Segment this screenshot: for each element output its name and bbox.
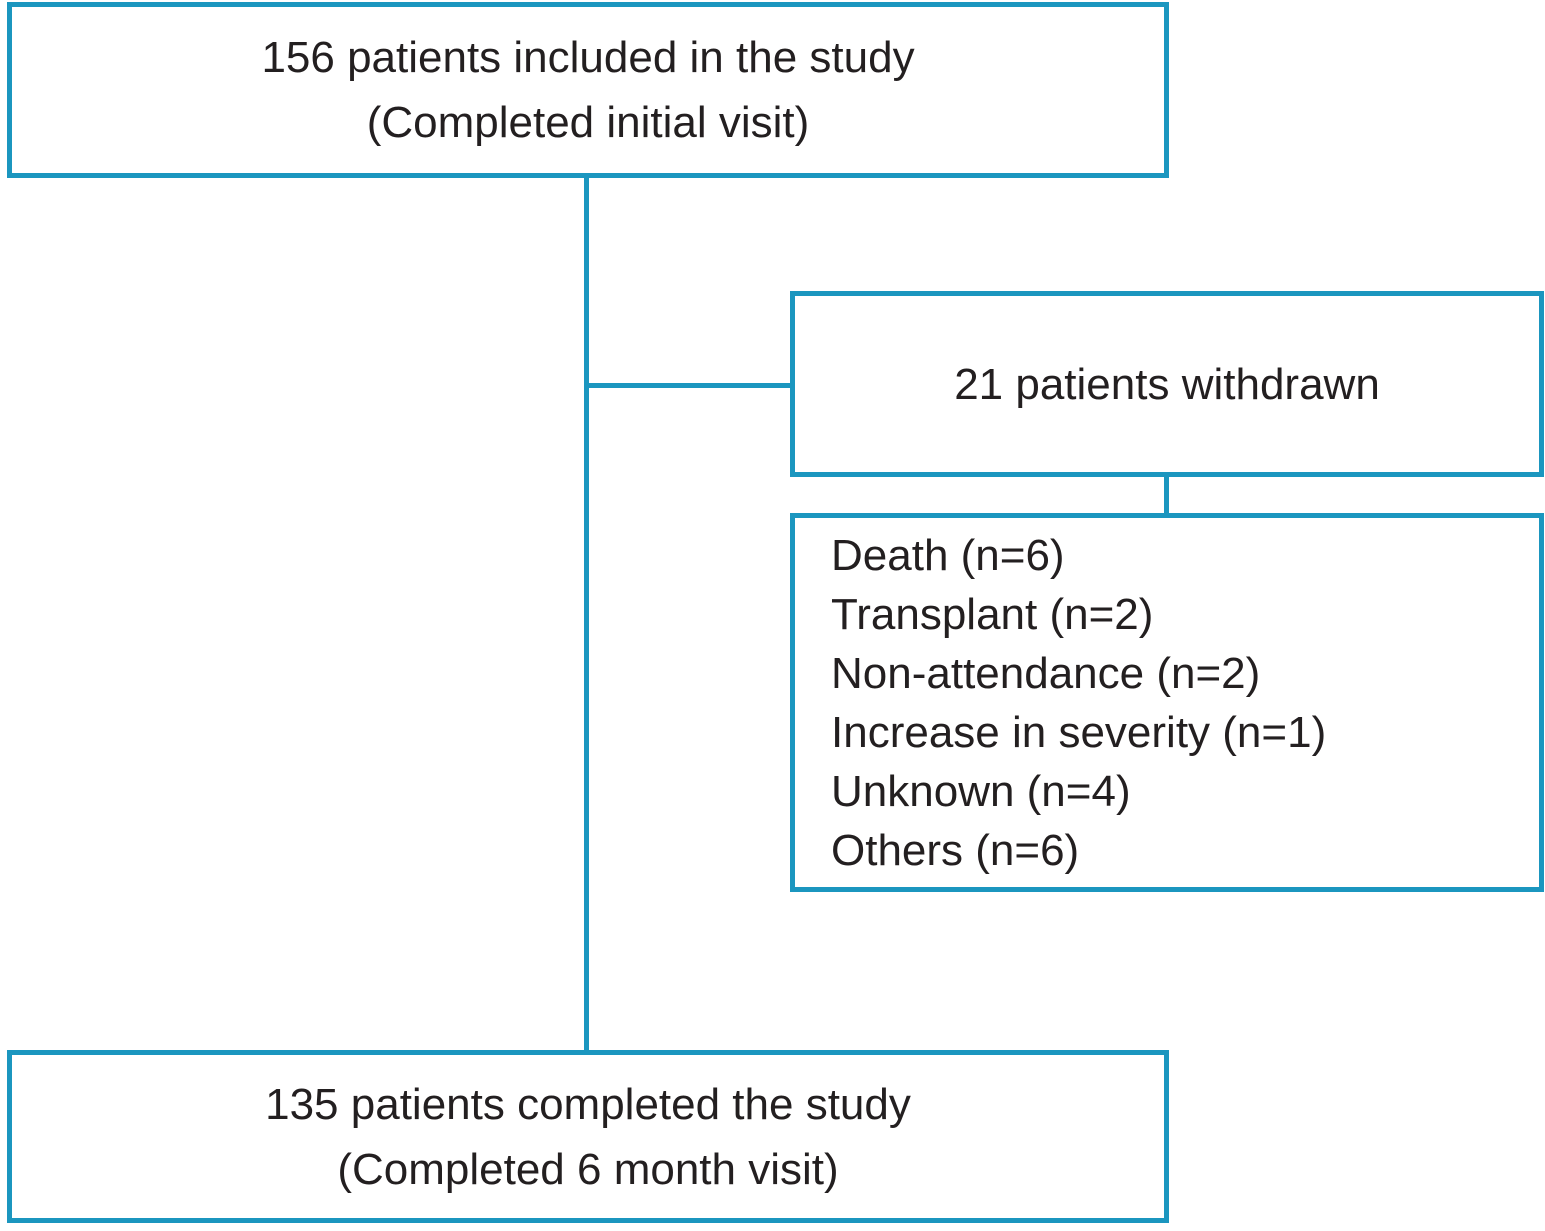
completed-box-line1: 135 patients completed the study (265, 1079, 911, 1129)
withdrawn-box-label: 21 patients withdrawn (954, 359, 1380, 409)
trunk-connector-line (584, 178, 589, 1050)
withdrawn-box: 21 patients withdrawn (790, 291, 1544, 477)
included-box: 156 patients included in the study (Comp… (7, 2, 1169, 178)
completed-box-line2: (Completed 6 month visit) (337, 1144, 839, 1194)
completed-box: 135 patients completed the study (Comple… (7, 1050, 1169, 1223)
reason-item-others: Others (n=6) (831, 825, 1080, 875)
reason-item-transplant: Transplant (n=2) (831, 589, 1154, 639)
reason-item-death: Death (n=6) (831, 530, 1065, 580)
reason-item-non-attendance: Non-attendance (n=2) (831, 648, 1261, 698)
reason-item-increase-severity: Increase in severity (n=1) (831, 707, 1327, 757)
reason-item-unknown: Unknown (n=4) (831, 766, 1131, 816)
included-box-line2: (Completed initial visit) (366, 98, 810, 147)
reasons-connector-line (1164, 477, 1169, 513)
withdrawn-branch-line (586, 383, 792, 388)
included-box-line1: 156 patients included in the study (261, 33, 915, 82)
withdrawal-reasons-box: Death (n=6) Transplant (n=2) Non-attenda… (790, 513, 1544, 892)
